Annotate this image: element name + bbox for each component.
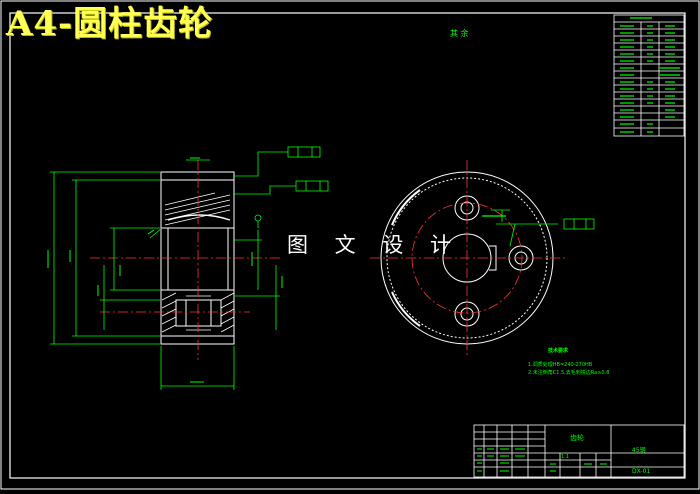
dimension-text-marks bbox=[47, 157, 283, 383]
section-hatch-lower bbox=[161, 292, 235, 333]
side-centerlines bbox=[370, 160, 565, 356]
title-block bbox=[473, 424, 685, 478]
keyway-section bbox=[175, 299, 222, 327]
inner-border bbox=[9, 12, 686, 479]
banner-title: A4-圆柱齿轮 bbox=[6, 4, 214, 44]
side-dimensions bbox=[482, 209, 595, 247]
surface-roughness-mark: 其 余 bbox=[450, 29, 469, 38]
parameter-table-text-marks bbox=[620, 17, 680, 133]
tech-note-line-1: 1.调质处理HB=240-270HB bbox=[528, 362, 593, 368]
section-hatch-upper bbox=[164, 192, 231, 226]
watermark-text: 图 文 设 计 bbox=[287, 233, 462, 257]
parameter-table bbox=[613, 14, 685, 137]
title-block-text-marks bbox=[477, 448, 607, 472]
tech-note-title: 技术要求 bbox=[548, 348, 569, 354]
front-centerlines bbox=[90, 160, 280, 360]
title-material: 45钢 bbox=[632, 447, 646, 454]
title-scale: 1:1 bbox=[561, 454, 570, 460]
title-drawing-number: DX-01 bbox=[632, 468, 651, 475]
title-part-name: 齿轮 bbox=[570, 434, 584, 442]
tech-note-line-2: 2.未注倒角C1.5,去毛刺锐边Ra≥0.8 bbox=[528, 370, 610, 376]
front-dimensions bbox=[50, 146, 329, 390]
